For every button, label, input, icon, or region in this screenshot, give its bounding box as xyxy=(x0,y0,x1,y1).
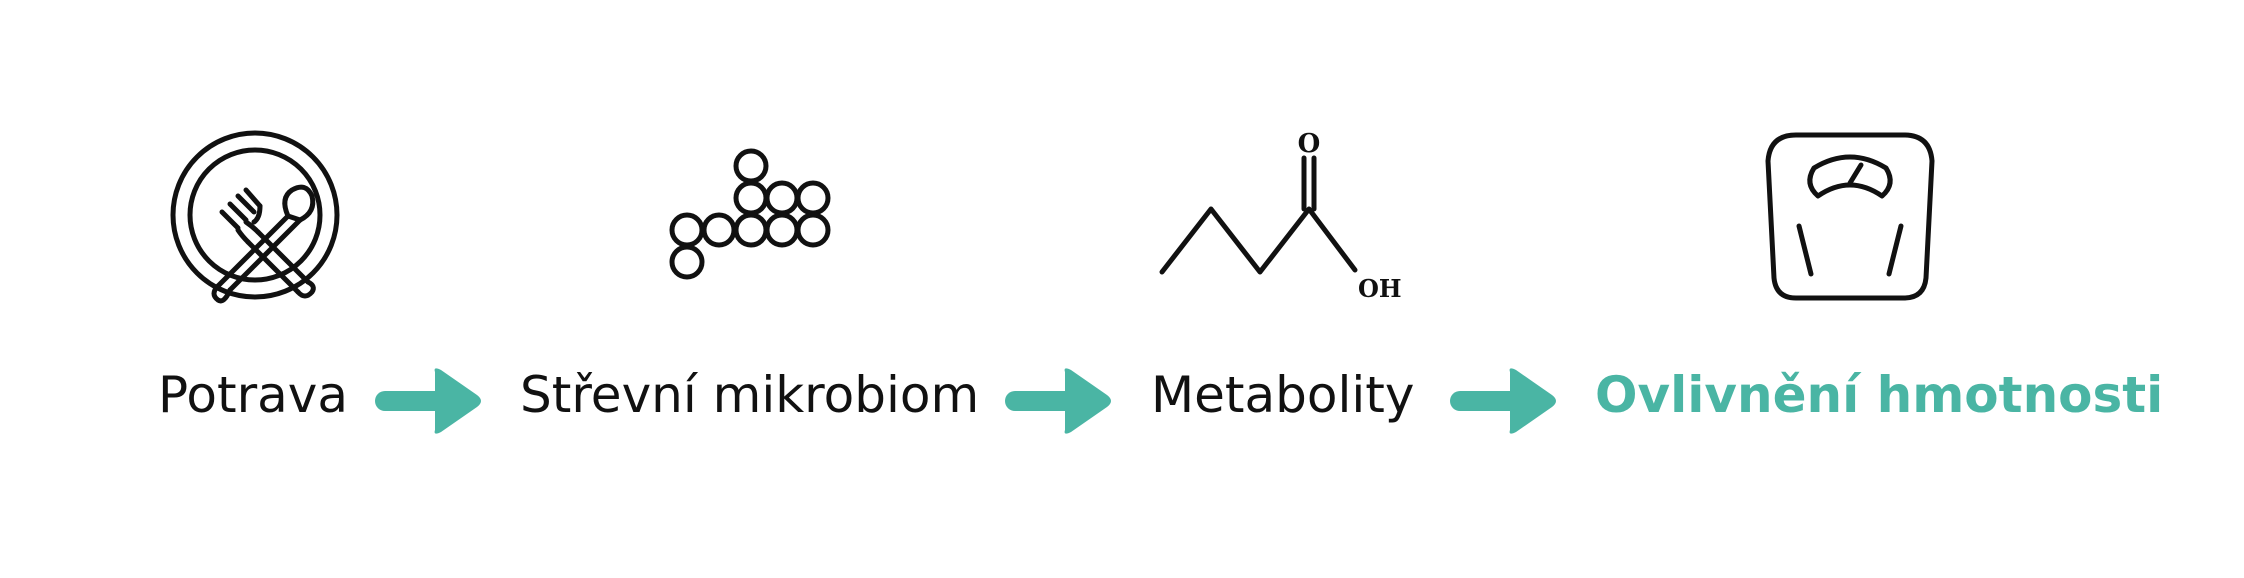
hydroxyl-group-label: OH xyxy=(1358,274,1402,303)
butyric-acid-molecule-icon: O OH xyxy=(1159,129,1402,303)
step-label-strevni-mikrobiom: Střevní mikrobiom xyxy=(520,366,980,424)
right-arrow-icon xyxy=(1005,368,1111,434)
bacteria-cluster-icon xyxy=(669,148,831,280)
right-arrow-icon xyxy=(1450,368,1556,434)
bathroom-scale-icon xyxy=(1765,132,1935,301)
step-label-potrava: Potrava xyxy=(158,366,348,424)
right-arrow-icon xyxy=(375,368,481,434)
step-label-metabolity: Metabolity xyxy=(1151,366,1415,424)
step-label-ovlivneni-hmotnosti: Ovlivnění hmotnosti xyxy=(1595,366,2164,424)
plate-cutlery-icon xyxy=(170,130,340,304)
oxygen-atom-label: O xyxy=(1298,129,1321,159)
